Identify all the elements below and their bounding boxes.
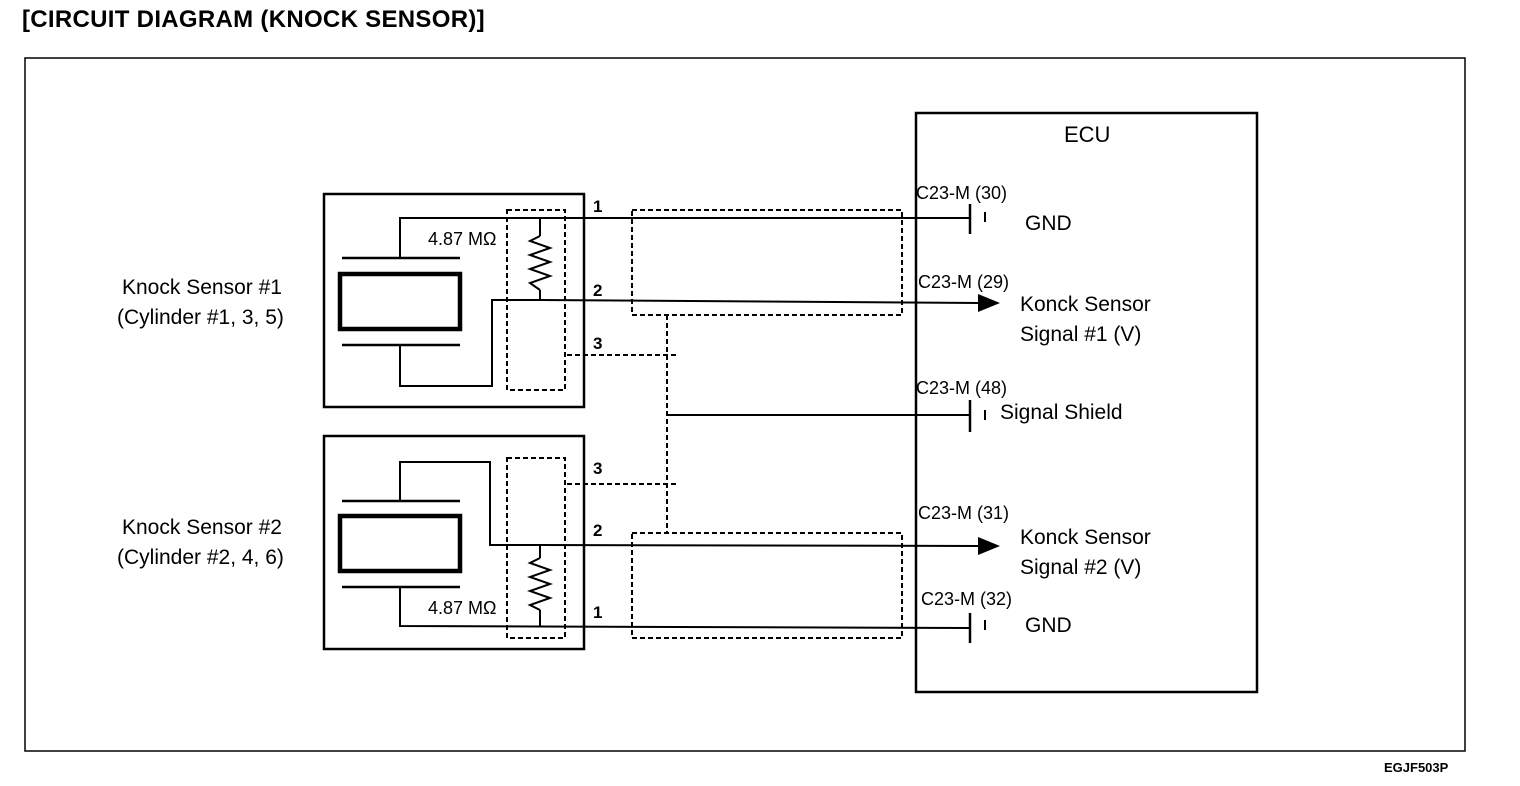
ecu-pin-31-name-line2: Signal #2 (V) — [1020, 556, 1141, 579]
sensor-2-cylinders: (Cylinder #2, 4, 6) — [117, 546, 284, 569]
ecu-pin-48-name: Signal Shield — [1000, 401, 1123, 424]
ecu-pin-48-connector: C23-M (48) — [916, 378, 1007, 398]
sensor-1-resistor — [526, 235, 554, 291]
sensor-2-terminal-3: 3 — [593, 459, 602, 478]
knock-sensor-2: Knock Sensor #2 (Cylinder #2, 4, 6) 4.87… — [117, 434, 981, 651]
ecu-pin-31-connector: C23-M (31) — [918, 503, 1009, 523]
sensor-2-shield-enclosure — [506, 457, 566, 639]
sensor-1-cylinders: (Cylinder #1, 3, 5) — [117, 306, 284, 329]
sensor-2-housing — [322, 434, 586, 651]
sensor-1-terminal-3: 3 — [593, 334, 602, 353]
sensor-1-signal-wire — [539, 299, 981, 304]
sensor-1-name: Knock Sensor #1 — [122, 276, 282, 299]
cable-shield-upper — [631, 209, 903, 316]
diagram-frame — [24, 57, 1466, 752]
ecu-pin-29-connector: C23-M (29) — [918, 272, 1009, 292]
shield-drain-wiring — [567, 315, 677, 533]
knock-sensor-1: Knock Sensor #1 (Cylinder #1, 3, 5) 4.87… — [117, 192, 981, 409]
sensor-2-lead-bottom — [399, 587, 971, 629]
sensor-2-resistor — [526, 557, 554, 611]
sensor-2-terminal-2: 2 — [593, 521, 602, 540]
sensor-1-shield-enclosure — [506, 209, 566, 391]
ecu-pin-31-name-line1: Konck Sensor — [1020, 526, 1151, 549]
ecu-pin-32-connector: C23-M (32) — [921, 589, 1012, 609]
sensor-1-terminal-1: 1 — [593, 197, 602, 216]
sensor-2-resistance: 4.87 MΩ — [428, 598, 496, 618]
sensor-1-lead-bottom — [399, 290, 541, 387]
ecu-label: ECU — [1064, 122, 1110, 147]
page-title: [CIRCUIT DIAGRAM (KNOCK SENSOR)] — [22, 6, 485, 33]
sensor-1-resistance: 4.87 MΩ — [428, 229, 496, 249]
ecu-terminal-31-arrow — [978, 537, 1000, 555]
ecu-pin-29-name-line1: Konck Sensor — [1020, 293, 1151, 316]
sensor-1-lead-top — [399, 217, 970, 258]
ecu-pin-30-name: GND — [1025, 212, 1072, 235]
sensor-2-lead-top — [399, 461, 541, 558]
sensor-2-signal-wire — [539, 544, 981, 547]
sensor-1-terminal-2: 2 — [593, 281, 602, 300]
ecu-terminal-29-arrow — [978, 294, 1000, 312]
cable-shield-lower — [631, 532, 903, 639]
ecu-terminal-30 — [968, 204, 986, 234]
document-code: EGJF503P — [1384, 760, 1449, 775]
ecu-box — [914, 111, 1259, 694]
sensor-2-piezo-element — [337, 513, 463, 574]
ecu-pin-29-name-line2: Signal #1 (V) — [1020, 323, 1141, 346]
ecu-terminal-32 — [968, 613, 986, 643]
sensor-2-name: Knock Sensor #2 — [122, 516, 282, 539]
ecu-pin-30-connector: C23-M (30) — [916, 183, 1007, 203]
sensor-2-terminal-1: 1 — [593, 603, 602, 622]
ecu-pin-32-name: GND — [1025, 614, 1072, 637]
sensor-1-piezo-element — [337, 271, 463, 332]
ecu-terminal-48 — [968, 400, 986, 432]
